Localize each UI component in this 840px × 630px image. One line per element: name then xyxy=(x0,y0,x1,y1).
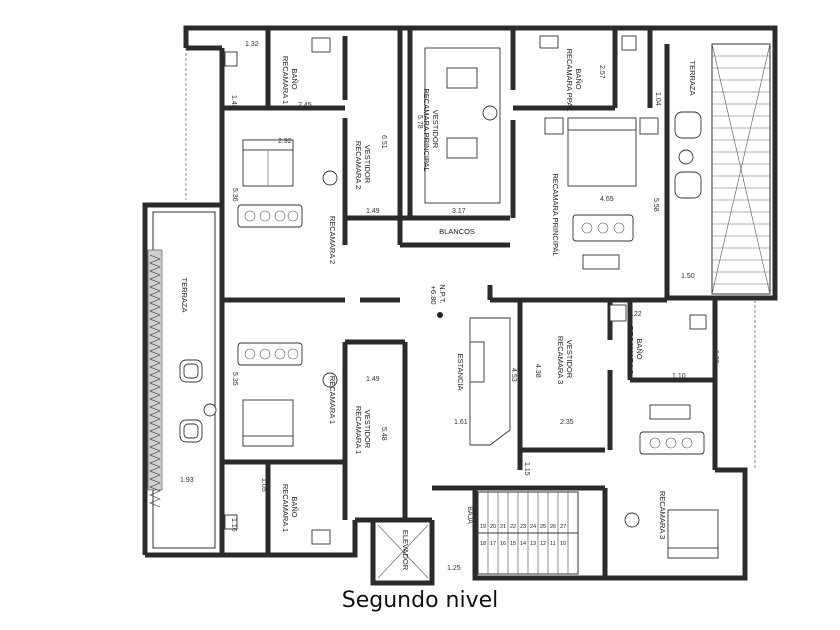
dim-1-50: 1.50 xyxy=(681,273,695,280)
stair-step: 11 xyxy=(550,541,556,547)
level-marker-icon xyxy=(437,312,443,318)
dresser-vestidor-principal xyxy=(424,47,501,204)
bed-recamara-3 xyxy=(667,509,719,559)
stair-step: 27 xyxy=(560,524,566,530)
stair-step: 21 xyxy=(500,524,506,530)
sofa-recamara-1 xyxy=(237,342,303,366)
dim-1-05: 1.05 xyxy=(260,478,267,492)
interior-walls xyxy=(222,28,715,555)
stair-step: 15 xyxy=(510,541,516,547)
label-recamara-principal: RECAMARA PRINCIPAL xyxy=(551,173,560,256)
terrace-table xyxy=(203,403,217,417)
sofa-recamara-2 xyxy=(237,204,303,228)
dim-2-45: 2.45 xyxy=(298,102,312,109)
stair-step: 17 xyxy=(490,541,496,547)
dim-4-65: 4.65 xyxy=(600,196,614,203)
dim-6-51: 6.51 xyxy=(380,135,387,149)
label-estancia: ESTANCIA xyxy=(456,354,465,391)
exterior-walls xyxy=(142,25,778,586)
label-bano-recamara-ppal: BAÑO RECAMARA PPAL xyxy=(565,49,583,112)
label-vestidor-recamara-3: VESTIDOR RECAMARA 3 xyxy=(556,336,574,384)
sofa-estancia xyxy=(469,317,511,446)
label-recamara-3: RECAMARA 3 xyxy=(658,491,667,539)
stair-step: 19 xyxy=(480,524,486,530)
label-blancos: BLANCOS xyxy=(439,227,475,236)
stair-numbers: 19 20 21 22 23 24 25 26 27 18 17 16 15 1… xyxy=(480,524,566,547)
dim-5-48: 5.48 xyxy=(380,427,387,441)
label-elevador: ELEVADOR xyxy=(401,530,410,571)
stair-step: 16 xyxy=(500,541,506,547)
dim-1-28: 1.28 xyxy=(712,350,719,364)
bed-recamara-principal xyxy=(544,117,659,187)
dim-5-36: 5.36 xyxy=(231,188,238,202)
stair-step: 20 xyxy=(490,524,496,530)
dim-5-35: 5.35 xyxy=(231,372,238,386)
stair-step: 24 xyxy=(530,524,536,530)
dim-1-25: 1.25 xyxy=(447,565,461,572)
chair-recamara-2 xyxy=(322,170,338,186)
label-bano-recamara-3: BAÑO RECAMARA 3 xyxy=(626,326,644,374)
dim-1-49-bottom: 1.49 xyxy=(366,376,380,383)
bathroom-fixtures xyxy=(224,35,707,545)
label-vestidor-recamara-2: VESTIDOR RECAMARA 2 xyxy=(354,141,372,189)
dim-1-61: 1.61 xyxy=(454,419,468,426)
chair-recamara-1 xyxy=(322,372,338,388)
dim-1-22: 1.22 xyxy=(628,311,642,318)
dim-1-15: 1.15 xyxy=(523,462,530,476)
chair-recamara-3 xyxy=(624,512,640,528)
terrace-chair-2 xyxy=(179,419,203,443)
dim-1-10: 1.10 xyxy=(672,373,686,380)
label-terraza-left: TERRAZA xyxy=(180,277,189,312)
elevator-shaft xyxy=(377,524,429,579)
stair-step: 10 xyxy=(560,541,566,547)
dim-1-04: 1.04 xyxy=(654,92,661,106)
sofa-recamara-principal xyxy=(572,214,634,270)
dim-1-16: 1.16 xyxy=(230,518,237,532)
label-vestidor-recamara-1: VESTIDOR RECAMARA 1 xyxy=(354,406,372,454)
dim-1-45: 1.45 xyxy=(230,95,237,109)
stair-step: 22 xyxy=(510,524,516,530)
label-recamara-1: RECAMARA 1 xyxy=(328,376,337,424)
stair-step: 12 xyxy=(540,541,546,547)
label-bano-recamara-1-top: BAÑO RECAMARA 1 xyxy=(281,56,299,104)
stair-step: 23 xyxy=(520,524,526,530)
label-terraza-right: TERRAZA xyxy=(688,60,697,95)
dimension-labels: 1.32 2.45 1.45 6.51 5.78 2.57 1.04 2.92 … xyxy=(180,41,719,572)
label-vestidor-recamara-principal: VESTIDOR RECAMARA PRINCIPAL xyxy=(422,88,440,171)
dim-1-93: 1.93 xyxy=(180,477,194,484)
dim-4-38: 4.38 xyxy=(534,364,541,378)
label-baja: BAJA xyxy=(466,506,473,524)
dim-2-57: 2.57 xyxy=(598,65,605,79)
stair-step: 26 xyxy=(550,524,556,530)
dim-5-58: 5.58 xyxy=(652,198,659,212)
dim-2-35: 2.35 xyxy=(560,419,574,426)
dim-5-78: 5.78 xyxy=(416,115,423,129)
dim-3-17: 3.17 xyxy=(452,208,466,215)
label-bano-recamara-1-bottom: BAÑO RECAMARA 1 xyxy=(281,484,299,532)
stair-step: 13 xyxy=(530,541,536,547)
bed-recamara-1 xyxy=(242,399,294,447)
label-recamara-2: RECAMARA 2 xyxy=(328,216,337,264)
terrace-left xyxy=(147,211,217,549)
terrace-chair-1 xyxy=(179,359,203,383)
dim-1-32: 1.32 xyxy=(245,41,259,48)
dim-4-53: 4.53 xyxy=(510,368,517,382)
sofa-recamara-3 xyxy=(639,404,705,455)
stair-step: 25 xyxy=(540,524,546,530)
plan-caption: Segundo nivel xyxy=(341,588,499,613)
stair-step: 14 xyxy=(520,541,526,547)
label-npt: N.P.T. +6.80 xyxy=(429,284,447,306)
bed-recamara-2 xyxy=(242,139,294,187)
terrace-right xyxy=(674,43,771,295)
dim-2-92: 2.92 xyxy=(278,138,292,145)
room-labels: BAÑO RECAMARA 1 VESTIDOR RECAMARA 2 VEST… xyxy=(180,49,697,571)
dim-1-49-top: 1.49 xyxy=(366,208,380,215)
stair-step: 18 xyxy=(480,541,486,547)
staircase xyxy=(477,491,579,575)
